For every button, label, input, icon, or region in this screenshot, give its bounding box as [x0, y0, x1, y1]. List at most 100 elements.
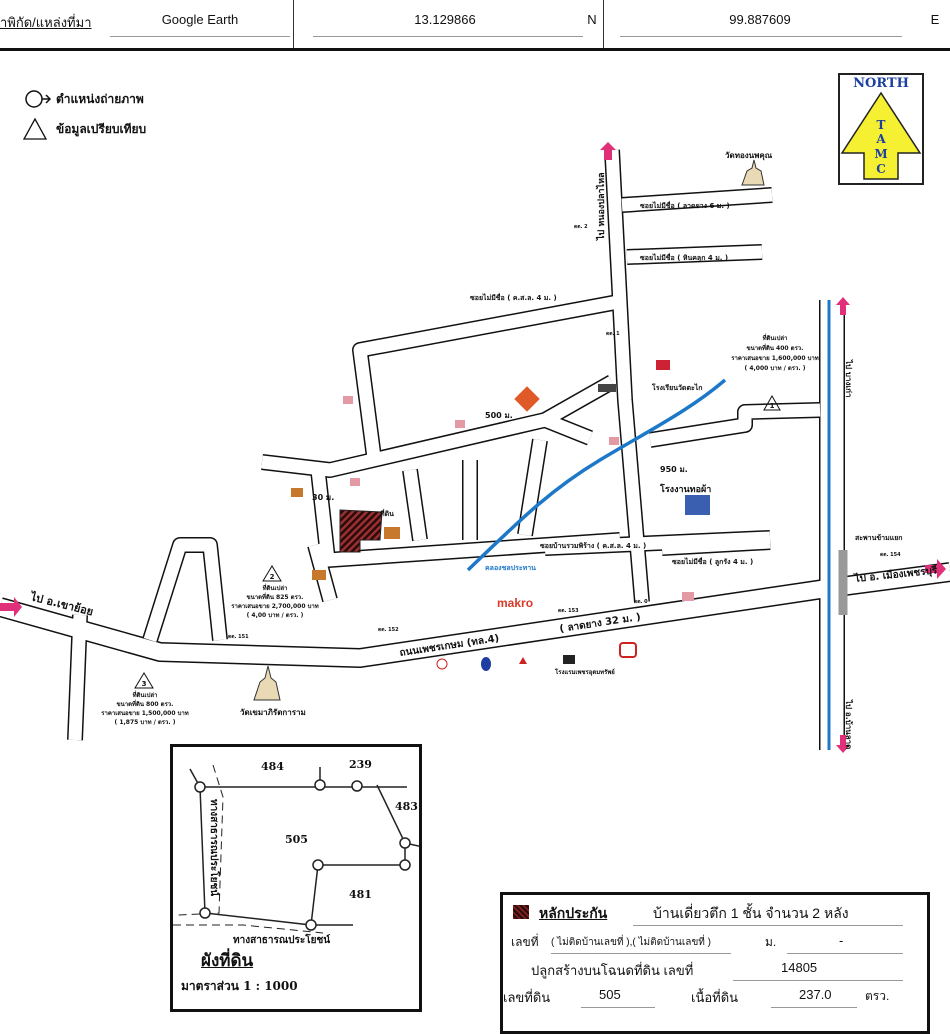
label-school: โรงเรียนวัดตะไก — [651, 383, 703, 392]
label-soi-temple: ซอยไม่มีชื่อ ( ลาดยาง 6 ม. ) — [640, 200, 730, 210]
label-to-bang-kao: ไป บางเก่า — [844, 359, 854, 397]
subject-plot — [339, 509, 383, 553]
north-letter: A — [875, 132, 886, 146]
area-value: 237.0 — [799, 987, 832, 1002]
collateral-label: หลักประกัน — [539, 905, 608, 921]
canal — [466, 378, 727, 572]
label-bridge: สะพานข้ามแยก — [855, 533, 903, 542]
north-letter: M — [874, 147, 887, 161]
label-factory: โรงงานทอผ้า — [659, 483, 711, 495]
shop-icon — [598, 384, 616, 392]
deed-value: 14805 — [781, 960, 818, 975]
arrow-north-icon — [600, 142, 616, 160]
parcel-505: 505 — [285, 833, 308, 846]
pole-label: ดต. 2 — [574, 224, 588, 230]
north-letter: C — [876, 162, 886, 176]
moo-value: - — [839, 933, 844, 948]
land-plan-drawing: 484 239 483 505 481 ทางสาธารณประโยชน์ ทา… — [173, 758, 419, 946]
latitude-dir: N — [587, 12, 597, 27]
divider — [313, 36, 583, 37]
label-temple-north: วัดทองนพคุณ — [725, 151, 773, 161]
label-plot: ที่ดิน — [380, 508, 395, 518]
latitude-value: 13.129866 — [414, 12, 476, 27]
divider — [581, 1007, 655, 1008]
toyota-logo — [436, 658, 448, 670]
land-no-label: เลขที่ดิน — [503, 990, 551, 1005]
legend-photo-position: ตำแหน่งถ่ายภาพ — [56, 91, 144, 106]
comparable-2-id: 2 — [270, 573, 275, 581]
roads — [0, 149, 950, 750]
divider — [771, 1007, 857, 1008]
area-label: เนื้อที่ดิน — [691, 990, 739, 1005]
area-unit: ตรว. — [865, 989, 890, 1003]
comparable-2-area: ขนาดที่ดิน 825 ตรว. — [247, 592, 304, 601]
arrow-north-icon — [836, 297, 850, 315]
divider — [293, 0, 294, 48]
flag-icon — [656, 360, 670, 370]
deed-label: ปลูกสร้างบนโฉนดที่ดิน เลขที่ — [531, 963, 694, 978]
label-distance-500: 500 ม. — [485, 411, 513, 420]
label-to-north: ไป หนองปลาไหล — [595, 172, 607, 241]
comparable-1-icon — [763, 394, 781, 411]
landmark-icons — [253, 159, 765, 701]
landmark-orange-icon — [514, 386, 540, 412]
house-icon — [343, 396, 353, 404]
factory-icon — [685, 495, 710, 515]
comparable-3-area: ขนาดที่ดิน 800 ตรว. — [117, 699, 174, 708]
comparable-2-title: ที่ดินเปล่า — [263, 583, 288, 592]
house-icon — [291, 488, 303, 497]
coordinate-header: าพิกัด/แหล่งที่มา Google Earth 13.129866… — [0, 0, 950, 51]
label-temple-south: วัดเขมาภิรัตการาม — [240, 708, 306, 717]
north-arrow: NORTH T A M C — [838, 73, 924, 185]
label-soi-village: ซอยบ้านรวมพิร้าง ( ค.ส.ล. 4 ม. ) — [540, 541, 646, 550]
collateral-swatch — [513, 903, 529, 919]
longitude-dir: E — [930, 12, 940, 27]
building-icon — [563, 655, 575, 664]
house-icon — [609, 437, 619, 445]
comparable-3-unit: ( 1,875 บาท / ตรว. ) — [115, 719, 176, 726]
comparable-2-price: ราคาเสนอขาย 2,700,000 บาท — [231, 603, 319, 610]
north-label: NORTH — [853, 76, 909, 91]
comparable-1-unit: ( 4,000 บาท / ตรว. ) — [745, 365, 806, 372]
plan-title: ผังที่ดิน — [201, 951, 254, 971]
land-no-value: 505 — [599, 987, 621, 1002]
house-no-label: เลขที่ — [511, 935, 539, 949]
divider — [633, 925, 903, 926]
arrow-south-icon — [836, 735, 850, 753]
honda-logo — [619, 642, 637, 658]
direction-arrows — [0, 142, 946, 753]
label-distance-30: 30 ม. — [312, 493, 334, 502]
house-icon — [455, 420, 465, 428]
comparable-1-id: 1 — [770, 402, 775, 410]
divider — [733, 980, 903, 981]
house-icon — [682, 592, 694, 601]
label-to-ban-lat: ไป อ.บ้านลาด — [844, 699, 854, 749]
divider — [551, 953, 731, 954]
comparable-3-icon — [134, 672, 154, 689]
mitsubishi-logo — [519, 657, 527, 664]
comparable-2-icon — [262, 565, 282, 582]
comparable-3-id: 3 — [142, 680, 147, 688]
legend-comparable: ข้อมูลเปรียบเทียบ — [56, 121, 147, 136]
coord-source-label: าพิกัด/แหล่งที่มา — [0, 15, 92, 30]
parcel-484: 484 — [261, 760, 284, 773]
pole-label: ดต. 152 — [378, 627, 399, 633]
house-no-value: ( ไม่ติดบ้านเลขที่ ),( ไม่ติดบ้านเลขที่ … — [551, 937, 711, 948]
side-road-label: ทางสาธารณประโยชน์ — [208, 799, 221, 896]
temple-icon — [253, 665, 281, 701]
pole-label: ดต. 154 — [880, 552, 901, 558]
comparable-1-price: ราคาเสนอขาย 1,600,000 บาท — [731, 355, 819, 362]
arrow-east-icon — [925, 559, 946, 579]
label-canal: คลองชลประทาน — [485, 564, 536, 572]
pole-label: ดต. 0 — [634, 599, 648, 605]
pole-label: ดต. 153 — [558, 608, 579, 614]
bottom-road-label: ทางสาธารณประโยชน์ — [233, 933, 330, 946]
longitude-value: 99.887609 — [729, 12, 791, 27]
house-icon — [384, 527, 400, 539]
label-market: โรงแรมเพชรอุดมทรัพย์ — [554, 668, 615, 676]
label-soi-2: ซอยไม่มีชื่อ ( หินคลุก 4 ม. ) — [640, 252, 728, 262]
label-soi-east: ซอยไม่มีชื่อ ( ลูกรัง 4 ม. ) — [672, 556, 753, 567]
north-letter: T — [877, 118, 886, 132]
building-desc: บ้านเดี่ยวตึก 1 ชั้น จำนวน 2 หลัง — [653, 905, 849, 921]
